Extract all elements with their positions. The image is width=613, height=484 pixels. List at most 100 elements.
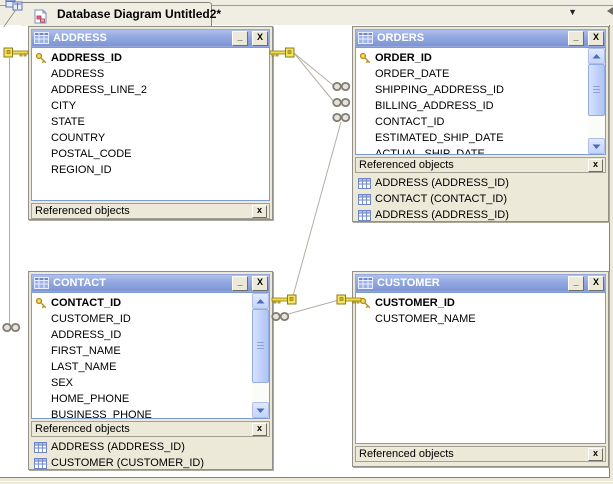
column-row[interactable]: ORDER_DATE	[356, 66, 605, 82]
address-column-list: ADDRESS_ID ADDRESS ADDRESS_LINE_2 CITY S…	[31, 47, 270, 201]
column-name: CUSTOMER_ID	[375, 297, 455, 309]
column-row[interactable]: CONTACT_ID	[32, 295, 269, 311]
column-row[interactable]: ACTUAL_SHIP_DATE	[356, 146, 605, 155]
scroll-up-icon[interactable]	[588, 48, 605, 64]
close-button[interactable]: X	[588, 275, 604, 291]
minimize-button[interactable]: _	[232, 30, 248, 46]
contact-column-list: CONTACT_ID CUSTOMER_ID ADDRESS_ID FIRST_…	[31, 292, 270, 419]
entity-window-orders: ORDERS _ X ORDER_ID ORDER_DATE SHIPPING_…	[352, 26, 609, 222]
column-name: SHIPPING_ADDRESS_ID	[375, 84, 504, 96]
contact-title-bar[interactable]: CONTACT _ X	[31, 274, 270, 292]
primary-key-icon	[35, 297, 47, 309]
orders-title-bar[interactable]: ORDERS _ X	[355, 29, 606, 47]
column-name: HOME_PHONE	[51, 393, 130, 405]
column-row[interactable]: ADDRESS_ID	[32, 50, 269, 66]
column-name: LAST_NAME	[51, 361, 117, 373]
referenced-objects-bar: Referenced objects x	[355, 446, 606, 462]
column-row[interactable]: LAST_NAME	[32, 359, 269, 375]
pk-anchor-key-icon[interactable]	[336, 294, 362, 305]
panel-close-icon[interactable]: x	[252, 204, 267, 218]
table-icon	[358, 177, 371, 189]
column-row[interactable]: ESTIMATED_SHIP_DATE	[356, 130, 605, 146]
scroll-down-icon[interactable]	[588, 138, 605, 154]
fk-anchor-link-icon[interactable]	[2, 322, 21, 333]
column-name: REGION_ID	[51, 164, 112, 176]
column-row[interactable]: REGION_ID	[32, 162, 269, 178]
referenced-object-name: ADDRESS (ADDRESS_ID)	[375, 177, 509, 189]
pk-anchor-key-icon[interactable]	[271, 294, 297, 305]
column-row[interactable]: CITY	[32, 98, 269, 114]
editor-tab-strip: Database Diagram Untitled2* ▼	[0, 0, 613, 26]
close-button[interactable]: X	[252, 275, 268, 291]
column-row[interactable]: STATE	[32, 114, 269, 130]
pk-anchor-key-icon[interactable]	[269, 47, 295, 58]
tab-database-diagram[interactable]: Database Diagram Untitled2*	[21, 2, 221, 26]
column-row[interactable]: ADDRESS_ID	[32, 327, 269, 343]
column-row[interactable]: ADDRESS_LINE_2	[32, 82, 269, 98]
column-row[interactable]: SEX	[32, 375, 269, 391]
fk-anchor-link-icon[interactable]	[332, 81, 351, 92]
minimize-button[interactable]: _	[568, 30, 584, 46]
column-name: ORDER_ID	[375, 52, 432, 64]
close-button[interactable]: X	[252, 30, 268, 46]
column-row[interactable]: CUSTOMER_ID	[32, 311, 269, 327]
panel-close-icon[interactable]: x	[588, 158, 603, 172]
column-row[interactable]: CONTACT_ID	[356, 114, 605, 130]
vertical-scrollbar[interactable]	[252, 293, 269, 418]
close-button[interactable]: X	[588, 30, 604, 46]
table-icon	[34, 32, 49, 44]
fk-anchor-link-icon[interactable]	[332, 112, 351, 123]
referenced-object-name: CUSTOMER (CUSTOMER_ID)	[51, 457, 204, 469]
entity-title: ORDERS	[377, 32, 425, 44]
vertical-scrollbar[interactable]	[588, 48, 605, 154]
panel-close-icon[interactable]: x	[252, 422, 267, 436]
column-row[interactable]: ADDRESS	[32, 66, 269, 82]
column-row[interactable]: CUSTOMER_ID	[356, 295, 605, 311]
scrollbar-thumb[interactable]	[252, 309, 269, 383]
panel-close-icon[interactable]: x	[588, 447, 603, 461]
customer-column-list: CUSTOMER_ID CUSTOMER_NAME	[355, 292, 606, 444]
column-name: ADDRESS_LINE_2	[51, 84, 147, 96]
entity-title: CUSTOMER	[377, 277, 440, 289]
column-row[interactable]: SHIPPING_ADDRESS_ID	[356, 82, 605, 98]
column-row[interactable]: BILLING_ADDRESS_ID	[356, 98, 605, 114]
fk-anchor-link-icon[interactable]	[332, 97, 351, 108]
tab-scroll-chevron-icon[interactable]	[605, 5, 613, 18]
referenced-objects-label: Referenced objects	[359, 448, 454, 460]
view-menu-icon[interactable]: ▼	[568, 7, 577, 17]
column-name: CITY	[51, 100, 77, 112]
referenced-objects-list: ADDRESS (ADDRESS_ID) CUSTOMER (CUSTOMER_…	[31, 437, 270, 471]
scroll-up-icon[interactable]	[252, 293, 269, 309]
referenced-object-name: ADDRESS (ADDRESS_ID)	[51, 441, 185, 453]
column-name: CONTACT_ID	[375, 116, 445, 128]
referenced-objects-bar: Referenced objects x	[31, 203, 270, 219]
referenced-object-item[interactable]: ADDRESS (ADDRESS_ID)	[355, 207, 606, 223]
minimize-button[interactable]: _	[232, 275, 248, 291]
referenced-objects-bar: Referenced objects x	[31, 421, 270, 437]
scroll-down-icon[interactable]	[252, 402, 269, 418]
referenced-object-item[interactable]: ADDRESS (ADDRESS_ID)	[31, 439, 270, 455]
minimize-button[interactable]: _	[568, 275, 584, 291]
primary-key-icon	[359, 52, 371, 64]
column-row[interactable]: CUSTOMER_NAME	[356, 311, 605, 327]
column-row[interactable]: FIRST_NAME	[32, 343, 269, 359]
column-name: CONTACT_ID	[51, 297, 122, 309]
scrollbar-thumb[interactable]	[588, 64, 605, 116]
column-row[interactable]: BUSINESS_PHONE	[32, 407, 269, 418]
column-name: ACTUAL_SHIP_DATE	[375, 148, 485, 155]
referenced-object-item[interactable]: CUSTOMER (CUSTOMER_ID)	[31, 455, 270, 471]
column-row[interactable]: POSTAL_CODE	[32, 146, 269, 162]
column-row[interactable]: COUNTRY	[32, 130, 269, 146]
referenced-object-item[interactable]: CONTACT (CONTACT_ID)	[355, 191, 606, 207]
fk-anchor-link-icon[interactable]	[271, 311, 290, 322]
customer-title-bar[interactable]: CUSTOMER _ X	[355, 274, 606, 292]
column-row[interactable]: ORDER_ID	[356, 50, 605, 66]
referenced-objects-list: ADDRESS (ADDRESS_ID) CONTACT (CONTACT_ID…	[355, 173, 606, 223]
referenced-object-item[interactable]: ADDRESS (ADDRESS_ID)	[355, 175, 606, 191]
column-row[interactable]: HOME_PHONE	[32, 391, 269, 407]
table-icon	[34, 441, 47, 453]
table-icon	[34, 277, 49, 289]
pk-anchor-key-icon[interactable]	[3, 47, 29, 58]
address-title-bar[interactable]: ADDRESS _ X	[31, 29, 270, 47]
column-name: CUSTOMER_NAME	[375, 313, 476, 325]
